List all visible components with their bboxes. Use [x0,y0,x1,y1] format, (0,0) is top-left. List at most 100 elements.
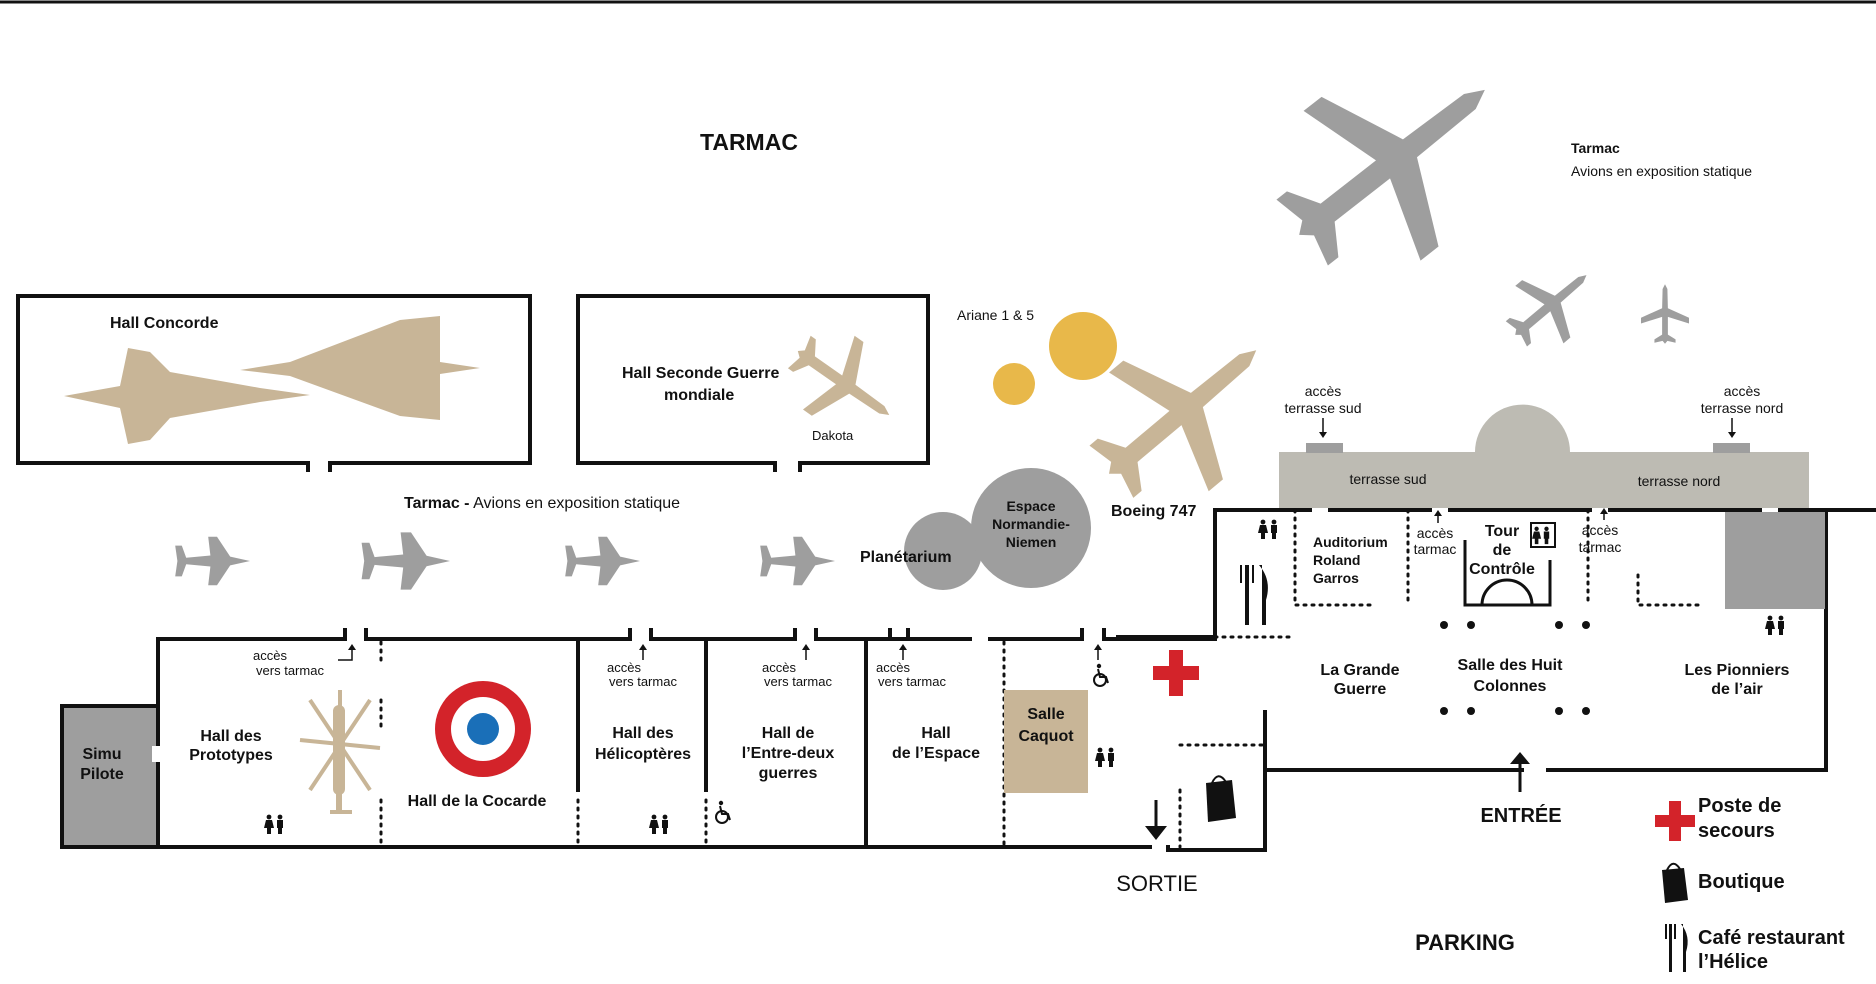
jet-silhouette-4 [760,536,835,586]
terrasse-nord-label: terrasse nord [1638,473,1720,489]
a380-silhouette [1240,14,1544,310]
tarmac-right-title: Tarmac [1571,140,1620,156]
auditorium-label-2: Roland [1313,552,1360,568]
hall-entredeux-label-1: Hall de [762,725,815,742]
ariane-1-circle [993,363,1035,405]
helicopter-silhouette [299,690,381,814]
restaurant-icon [1240,565,1268,625]
acces-terrasse-sud-2: terrasse sud [1284,400,1361,416]
legend-first-aid-icon [1655,801,1695,841]
wheelchair-icon [1093,662,1109,687]
shop-bag-icon [1206,775,1236,822]
acces-vers-tarmac-4-line2: vers tarmac [878,674,946,689]
concorde-silhouettes [64,316,480,444]
legend-restaurant-icon [1665,924,1688,972]
acces-terrasse-sud-1: accès [1305,383,1342,399]
toilets-icon [1765,615,1784,635]
dakota-label: Dakota [812,428,854,443]
parking-label: PARKING [1415,930,1515,955]
arrow-icon [802,644,810,650]
simu-pilote-room [60,704,160,849]
toilets-icon [1258,519,1277,539]
arrow-icon [1600,508,1608,514]
tarmac-mid-label: Tarmac - Avions en exposition statique [404,495,680,512]
wheelchair-icon [715,799,731,824]
planetarium-label: Planétarium [860,549,952,566]
espace-normandie-niemen-dome [971,468,1091,588]
legend-shop-bag-icon [1662,862,1688,903]
hall-espace-label-1: Hall [921,725,950,742]
hall-helicopteres-label-1: Hall des [612,725,673,742]
hall-prototypes-label-2: Prototypes [189,747,273,764]
jaguar-silhouette [565,536,640,586]
arrow-icon [1434,510,1442,516]
legend-cafe-1: Café restaurant [1698,927,1845,949]
acces-tarmac-a-2: tarmac [1414,541,1457,557]
legend-boutique: Boutique [1698,871,1785,893]
legend-poste-2: secours [1698,820,1775,842]
tarmac-title: TARMAC [700,129,798,155]
cocarde-center [467,713,499,745]
acces-tarmac-b-2: tarmac [1579,539,1622,555]
hall-prototypes-label-1: Hall des [200,728,261,745]
terrasse-nord-stairs [1713,443,1750,453]
ariane-5-circle [1049,312,1117,380]
auditorium-label-1: Auditorium [1313,534,1388,550]
hall-entredeux-label-2: l’Entre-deux [742,745,835,762]
lower-halls-top-wall [156,637,1217,643]
espace-nn-label-3: Niemen [1006,534,1057,550]
salle-caquot-label-1: Salle [1027,706,1064,723]
legend-poste-1: Poste de [1698,795,1781,817]
acces-vers-tarmac-3-line2: vers tarmac [764,674,832,689]
tour-controle-label-1: Tour [1485,523,1519,540]
acces-vers-tarmac-4-line1: accès [876,660,910,675]
simu-pilote-label-1: Simu [82,746,121,763]
first-aid-cross-icon [1153,650,1199,696]
acces-tarmac-a-1: accès [1417,525,1454,541]
toilets-icon [649,814,668,834]
ariane-label: Ariane 1 & 5 [957,307,1034,323]
acces-vers-tarmac-2-line2: vers tarmac [609,674,677,689]
entree-label: ENTRÉE [1480,804,1561,827]
tarmac-right-subtitle: Avions en exposition statique [1571,163,1752,179]
simu-pilote-label-2: Pilote [80,766,124,783]
hall-entredeux-label-3: guerres [759,765,818,782]
toilets-icon [264,814,283,834]
arrow-icon [348,644,356,650]
hall-helicopteres-label-2: Hélicoptères [595,746,691,763]
auditorium-label-3: Garros [1313,570,1359,586]
boeing-747-label: Boeing 747 [1111,503,1196,520]
pionniers-label-1: Les Pionniers [1685,662,1790,679]
pionniers-label-2: de l’air [1711,681,1763,698]
arrow-icon [1094,644,1102,650]
salle-caquot-room [1004,690,1088,793]
terrasse-dome [1475,404,1570,452]
arrow-icon [899,644,907,650]
acces-vers-tarmac-3-line1: accès [762,660,796,675]
hall-concorde-label: Hall Concorde [110,315,219,332]
acces-terrasse-nord-2: terrasse nord [1701,400,1783,416]
hall-cocarde-label: Hall de la Cocarde [408,793,547,810]
hall-concorde-walls [16,294,532,465]
hall-ww2-label-2: mondiale [664,387,734,404]
terrasse-sud-stairs [1306,443,1343,453]
toilets-icon [1095,747,1114,767]
huit-colonnes-columns [1440,621,1590,715]
grey-block-pionniers [1725,512,1825,609]
acces-terrasse-nord-1: accès [1724,383,1761,399]
acces-vers-tarmac-1-line1: accès [253,648,287,663]
grande-guerre-label-2: Guerre [1334,681,1387,698]
elevator-icon [1530,522,1556,548]
tour-controle-label-2: de [1493,542,1512,559]
planetarium-dome [904,512,982,590]
acces-tarmac-b-1: accès [1582,522,1619,538]
tour-controle-label-3: Contrôle [1469,561,1535,578]
espace-nn-label-1: Espace [1006,498,1055,514]
transall-silhouette [1491,246,1611,364]
legend-cafe-2: l’Hélice [1698,951,1768,973]
terrasse-sud-label: terrasse sud [1349,471,1426,487]
small-plane-silhouette [1641,284,1689,344]
terrasse-band [1279,452,1809,508]
hall-ww2-walls [576,294,930,465]
